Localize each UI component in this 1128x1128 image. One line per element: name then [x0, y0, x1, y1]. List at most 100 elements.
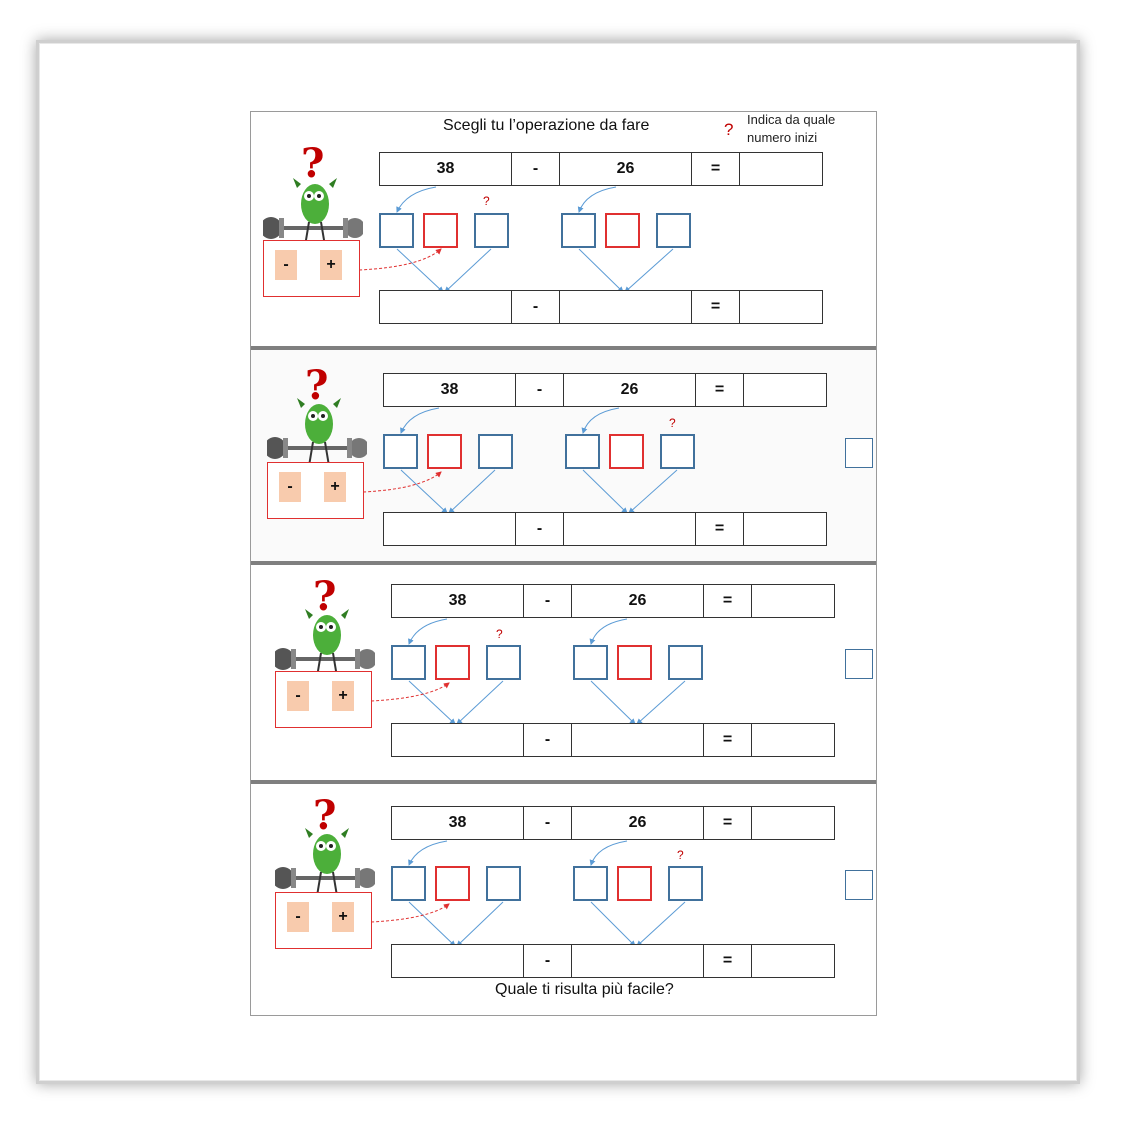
- operation-choice-box: - +: [263, 240, 360, 297]
- equation-row-top: 38 - 26 =: [391, 806, 835, 840]
- decomposition-box[interactable]: [391, 866, 426, 901]
- small-question-icon: ?: [669, 416, 676, 430]
- section-divider: [251, 561, 876, 565]
- second-number: 26: [572, 585, 704, 617]
- minus-button[interactable]: -: [287, 902, 309, 932]
- operator: -: [516, 374, 564, 406]
- decomposition-box[interactable]: [391, 645, 426, 680]
- answer-field[interactable]: [392, 724, 524, 756]
- equals-sign: =: [704, 945, 752, 977]
- section-divider: [251, 346, 876, 350]
- decomposition-box[interactable]: [383, 434, 418, 469]
- weightlifting-monster-icon: [263, 178, 363, 247]
- small-question-icon: ?: [677, 848, 684, 862]
- exercise-section-2: ? - + 38 - 26 = ?: [251, 350, 876, 561]
- answer-field[interactable]: [572, 724, 704, 756]
- result-field[interactable]: [752, 585, 834, 617]
- answer-field[interactable]: [560, 291, 692, 323]
- weightlifting-monster-icon: [275, 609, 375, 678]
- decomposition-box[interactable]: [668, 866, 703, 901]
- equals-sign: =: [696, 374, 744, 406]
- result-field[interactable]: [744, 513, 826, 545]
- equation-row-bottom: - =: [379, 290, 823, 324]
- minus-button[interactable]: -: [279, 472, 301, 502]
- answer-field[interactable]: [380, 291, 512, 323]
- first-number: 38: [380, 153, 512, 185]
- question-mark-icon: ?: [305, 362, 329, 409]
- operator: -: [512, 153, 560, 185]
- operator: -: [524, 945, 572, 977]
- small-question-icon: ?: [496, 627, 503, 641]
- equation-row-top: 38 - 26 =: [379, 152, 823, 186]
- result-field[interactable]: [752, 724, 834, 756]
- answer-field[interactable]: [384, 513, 516, 545]
- result-field[interactable]: [744, 374, 826, 406]
- operator: -: [524, 724, 572, 756]
- plus-button[interactable]: +: [324, 472, 346, 502]
- result-field[interactable]: [752, 945, 834, 977]
- plus-button[interactable]: +: [320, 250, 342, 280]
- decomposition-box[interactable]: [561, 213, 596, 248]
- operator: -: [524, 807, 572, 839]
- equation-row-top: 38 - 26 =: [391, 584, 835, 618]
- first-number: 38: [392, 807, 524, 839]
- decomposition-box-red[interactable]: [423, 213, 458, 248]
- equals-sign: =: [704, 585, 752, 617]
- exercise-section-1: Scegli tu l’operazione da fare ? Indica …: [251, 112, 876, 346]
- operation-choice-box: - +: [267, 462, 364, 519]
- minus-button[interactable]: -: [287, 681, 309, 711]
- decomposition-box-red[interactable]: [435, 866, 470, 901]
- second-number: 26: [572, 807, 704, 839]
- extra-answer-box[interactable]: [845, 438, 873, 468]
- extra-answer-box[interactable]: [845, 649, 873, 679]
- decomposition-box-red[interactable]: [605, 213, 640, 248]
- extra-answer-box[interactable]: [845, 870, 873, 900]
- small-question-icon: ?: [483, 194, 490, 208]
- exercise-section-3: ? - + 38 - 26 = ?: [251, 565, 876, 780]
- answer-field[interactable]: [564, 513, 696, 545]
- minus-button[interactable]: -: [275, 250, 297, 280]
- question-mark-icon: ?: [301, 140, 325, 187]
- operator: -: [524, 585, 572, 617]
- decomposition-box-red[interactable]: [427, 434, 462, 469]
- decomposition-box[interactable]: [573, 645, 608, 680]
- equals-sign: =: [696, 513, 744, 545]
- worksheet-title: Scegli tu l’operazione da fare: [443, 117, 650, 134]
- decomposition-box-red[interactable]: [435, 645, 470, 680]
- equals-sign: =: [692, 291, 740, 323]
- decomposition-box[interactable]: [486, 645, 521, 680]
- worksheet: Scegli tu l’operazione da fare ? Indica …: [250, 111, 877, 1016]
- section-divider: [251, 780, 876, 784]
- decomposition-box[interactable]: [668, 645, 703, 680]
- operation-choice-box: - +: [275, 671, 372, 728]
- result-field[interactable]: [740, 153, 822, 185]
- decomposition-box-red[interactable]: [617, 645, 652, 680]
- plus-button[interactable]: +: [332, 902, 354, 932]
- decomposition-box[interactable]: [486, 866, 521, 901]
- decomposition-box[interactable]: [660, 434, 695, 469]
- equation-row-top: 38 - 26 =: [383, 373, 827, 407]
- decomposition-box-red[interactable]: [617, 866, 652, 901]
- operation-choice-box: - +: [275, 892, 372, 949]
- decomposition-box[interactable]: [379, 213, 414, 248]
- second-number: 26: [560, 153, 692, 185]
- answer-field[interactable]: [392, 945, 524, 977]
- equals-sign: =: [704, 807, 752, 839]
- weightlifting-monster-icon: [267, 398, 367, 467]
- hint-question-icon: ?: [724, 120, 734, 139]
- result-field[interactable]: [740, 291, 822, 323]
- second-number: 26: [564, 374, 696, 406]
- decomposition-box[interactable]: [474, 213, 509, 248]
- decomposition-box[interactable]: [656, 213, 691, 248]
- first-number: 38: [384, 374, 516, 406]
- footer-question: Quale ti risulta più facile?: [495, 981, 674, 998]
- decomposition-box[interactable]: [565, 434, 600, 469]
- decomposition-box-red[interactable]: [609, 434, 644, 469]
- equals-sign: =: [692, 153, 740, 185]
- answer-field[interactable]: [572, 945, 704, 977]
- plus-button[interactable]: +: [332, 681, 354, 711]
- decomposition-box[interactable]: [478, 434, 513, 469]
- operator: -: [516, 513, 564, 545]
- decomposition-box[interactable]: [573, 866, 608, 901]
- result-field[interactable]: [752, 807, 834, 839]
